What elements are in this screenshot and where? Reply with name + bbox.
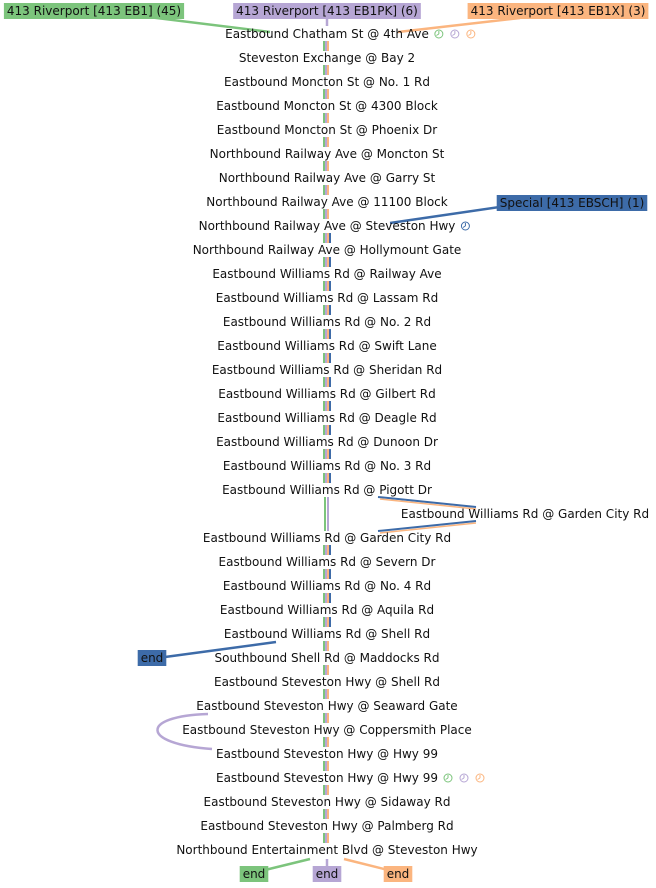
end-label-eb1x-box [383,866,413,882]
end-label-eb1pk-text: end [316,867,339,881]
stop-label-16[interactable]: Eastbound Williams Rd @ Deagle Rd [217,411,436,425]
stop-label-27[interactable]: Eastbound Steveston Hwy @ Shell Rd [214,675,440,689]
stop-label-14[interactable]: Eastbound Williams Rd @ Sheridan Rd [212,363,442,377]
stop-label-24[interactable]: Eastbound Williams Rd @ Aquila Rd [220,603,434,617]
end-label-eb1-text: end [243,867,266,881]
clock-hand [462,225,466,228]
clock-icon [434,29,444,39]
timing-point-icon [466,29,476,39]
stop-label-34[interactable]: Northbound Entertainment Blvd @ Stevesto… [176,843,477,857]
stop-label-1[interactable]: Steveston Exchange @ Bay 2 [239,51,415,65]
stop-label-15[interactable]: Eastbound Williams Rd @ Gilbert Rd [218,387,436,401]
eb1x-start-connector [397,16,521,34]
timing-point-icon [459,773,469,783]
eb1pk-loop-connector [156,712,213,751]
eb1x-branch-out [379,498,477,510]
clock-icon [443,773,453,783]
stop-label-31[interactable]: Eastbound Steveston Hwy @ Hwy 99 [216,771,438,785]
route-labels: 413 Riverport [413 EB1] (45) 413 Riverpor… [3,3,649,882]
stop-label-8[interactable]: Northbound Railway Ave @ Steveston Hwy [199,219,456,233]
stop-label-10[interactable]: Eastbound Williams Rd @ Railway Ave [212,267,441,281]
eb1-end-connector [264,857,311,872]
clock-icon [450,29,460,39]
stop-label-25[interactable]: Eastbound Williams Rd @ Shell Rd [224,627,430,641]
route-label-eb1pk[interactable]: 413 Riverport [413 EB1PK] (6) [233,3,421,19]
timing-point-icon [443,773,453,783]
stop-label-12[interactable]: Eastbound Williams Rd @ No. 2 Rd [223,315,431,329]
clock-hand [436,33,440,36]
end-label-eb1pk-box [312,866,342,882]
stop-label-7[interactable]: Northbound Railway Ave @ 11100 Block [206,195,447,209]
stop-label-26[interactable]: Southbound Shell Rd @ Maddocks Rd [215,651,440,665]
clock-icon [475,773,485,783]
stop-label-28[interactable]: Eastbound Steveston Hwy @ Seaward Gate [196,699,457,713]
clock-icon [460,221,470,231]
eb1x-end-connector [343,857,389,872]
route-label-eb1x-text: 413 Riverport [413 EB1X] (3) [471,4,646,18]
stop-label-32[interactable]: Eastbound Steveston Hwy @ Sidaway Rd [204,795,451,809]
ebsch-branch-out [377,496,477,508]
stop-list: Eastbound Chatham St @ 4th AveSteveston … [176,27,649,857]
route-label-eb1-text: 413 Riverport [413 EB1] (45) [7,4,181,18]
stop-label-17[interactable]: Eastbound Williams Rd @ Dunoon Dr [216,435,438,449]
ebsch-branch-in [377,520,477,532]
clock-icon [466,29,476,39]
stop-label-33[interactable]: Eastbound Steveston Hwy @ Palmberg Rd [200,819,453,833]
stop-label-6[interactable]: Northbound Railway Ave @ Garry St [219,171,436,185]
stop-label-19[interactable]: Eastbound Williams Rd @ Pigott Dr [222,483,432,497]
end-label-eb1pk[interactable]: end [312,866,342,882]
route-label-eb1x-box [467,3,649,19]
stop-label-29[interactable]: Eastbound Steveston Hwy @ Coppersmith Pl… [182,723,472,737]
stop-label-13[interactable]: Eastbound Williams Rd @ Swift Lane [217,339,436,353]
route-label-ebsch-text: Special [413 EBSCH] (1) [500,196,645,210]
clock-hand [477,777,481,780]
stop-label-18[interactable]: Eastbound Williams Rd @ No. 3 Rd [223,459,431,473]
timing-point-icon [475,773,485,783]
stop-label-30[interactable]: Eastbound Steveston Hwy @ Hwy 99 [216,747,438,761]
clock-hand [452,33,456,36]
stop-label-5[interactable]: Northbound Railway Ave @ Moncton St [210,147,445,161]
end-label-ebsch-box [137,650,167,666]
eb1x-branch-in [379,522,477,534]
stop-label-11[interactable]: Eastbound Williams Rd @ Lassam Rd [216,291,438,305]
stop-label-9[interactable]: Northbound Railway Ave @ Hollymount Gate [193,243,462,257]
end-label-eb1[interactable]: end [239,866,269,882]
trunk-line [323,41,331,843]
stop-label-20[interactable]: Eastbound Williams Rd @ Garden City Rd [401,507,649,521]
timing-point-icon [434,29,444,39]
clock-icon [459,773,469,783]
stop-label-0[interactable]: Eastbound Chatham St @ 4th Ave [225,27,429,41]
stop-label-23[interactable]: Eastbound Williams Rd @ No. 4 Rd [223,579,431,593]
stop-label-22[interactable]: Eastbound Williams Rd @ Severn Dr [219,555,436,569]
route-label-ebsch[interactable]: Special [413 EBSCH] (1) [496,195,648,211]
timing-point-icon [450,29,460,39]
stop-label-21[interactable]: Eastbound Williams Rd @ Garden City Rd [203,531,451,545]
route-label-eb1[interactable]: 413 Riverport [413 EB1] (45) [3,3,185,19]
route-label-eb1pk-text: 413 Riverport [413 EB1PK] (6) [236,4,418,18]
end-label-ebsch-text: end [141,651,164,665]
route-label-ebsch-box [496,195,648,211]
stop-label-4[interactable]: Eastbound Moncton St @ Phoenix Dr [217,123,437,137]
route-label-eb1-box [3,3,185,19]
route-label-eb1pk-box [233,3,421,19]
stop-label-2[interactable]: Eastbound Moncton St @ No. 1 Rd [224,75,430,89]
route-label-eb1x[interactable]: 413 Riverport [413 EB1X] (3) [467,3,649,19]
end-label-eb1x[interactable]: end [383,866,413,882]
clock-hand [468,33,472,36]
timing-point-icon [460,221,470,231]
end-label-eb1x-text: end [387,867,410,881]
stop-label-3[interactable]: Eastbound Moncton St @ 4300 Block [216,99,438,113]
end-label-ebsch[interactable]: end [137,650,167,666]
end-label-eb1-box [239,866,269,882]
ebsch-end-connector [164,640,277,659]
clock-hand [461,777,465,780]
clock-hand [445,777,449,780]
